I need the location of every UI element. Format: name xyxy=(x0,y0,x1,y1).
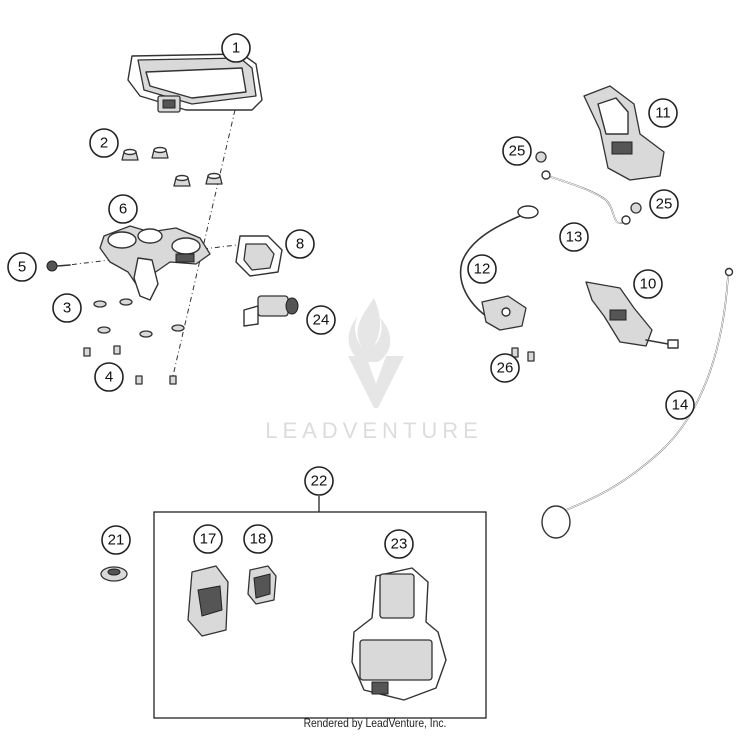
callout-25-upper: 25 xyxy=(502,136,532,166)
svg-text:21: 21 xyxy=(108,532,125,549)
part-4-screws xyxy=(83,345,177,385)
part-12-cable-lock xyxy=(459,205,539,331)
svg-text:14: 14 xyxy=(672,397,689,414)
svg-text:17: 17 xyxy=(200,531,217,548)
part-13-ground-cable xyxy=(541,170,631,225)
callout-10: 10 xyxy=(633,269,663,299)
svg-text:3: 3 xyxy=(63,300,71,317)
watermark-text: LEADVENTURE xyxy=(265,418,483,443)
svg-text:25: 25 xyxy=(656,196,673,213)
part-5-bolt xyxy=(46,260,71,272)
callout-4: 4 xyxy=(94,362,124,392)
callout-25-lower: 25 xyxy=(649,189,679,219)
callout-1: 1 xyxy=(221,33,251,63)
part-17-key xyxy=(187,565,229,637)
part-18-key xyxy=(247,565,277,605)
callout-8: 8 xyxy=(285,229,315,259)
part-1-instrument-cluster xyxy=(127,53,263,113)
callout-21: 21 xyxy=(101,525,131,555)
callout-13: 13 xyxy=(559,222,589,252)
part-25-nuts xyxy=(535,151,642,214)
callout-22: 22 xyxy=(304,466,334,496)
callout-14: 14 xyxy=(665,390,695,420)
svg-text:25: 25 xyxy=(509,143,526,160)
svg-text:10: 10 xyxy=(640,276,657,293)
callout-2: 2 xyxy=(89,128,119,158)
callout-18: 18 xyxy=(243,524,273,554)
callout-3: 3 xyxy=(52,293,82,323)
part-24-switch xyxy=(243,295,299,327)
svg-text:22: 22 xyxy=(311,473,328,490)
watermark-v-icon xyxy=(348,356,404,408)
part-21-cap xyxy=(100,566,128,582)
svg-text:26: 26 xyxy=(497,360,514,377)
part-26-bolts xyxy=(511,347,535,362)
render-credit: Rendered by LeadVenture, Inc. xyxy=(303,716,447,730)
part-6-handlebar-clamp xyxy=(99,225,211,301)
part-3-nuts xyxy=(93,298,185,338)
svg-text:5: 5 xyxy=(18,259,26,276)
part-10-lock-actuator xyxy=(585,281,679,349)
leadventure-watermark: LEADVENTURE xyxy=(265,298,483,443)
part-8-clamp xyxy=(235,235,283,277)
svg-text:13: 13 xyxy=(566,229,583,246)
svg-text:4: 4 xyxy=(105,369,113,386)
svg-text:1: 1 xyxy=(232,40,240,57)
svg-text:2: 2 xyxy=(100,135,108,152)
callout-5: 5 xyxy=(7,252,37,282)
svg-text:6: 6 xyxy=(119,201,127,218)
svg-text:8: 8 xyxy=(296,236,304,253)
svg-text:18: 18 xyxy=(250,531,267,548)
svg-text:23: 23 xyxy=(391,536,408,553)
assembly-guide-lines xyxy=(59,109,246,381)
watermark-flame-icon xyxy=(348,298,391,362)
part-11-control-unit xyxy=(583,85,665,181)
callout-26: 26 xyxy=(490,353,520,383)
svg-text:11: 11 xyxy=(655,105,671,122)
callout-24: 24 xyxy=(306,305,336,335)
callout-11: 11 xyxy=(648,98,678,128)
svg-text:12: 12 xyxy=(474,261,491,278)
part-22-group-box xyxy=(153,496,487,719)
callout-12: 12 xyxy=(467,254,497,284)
callout-6: 6 xyxy=(108,194,138,224)
callout-23: 23 xyxy=(384,529,414,559)
part-23-ignition-module xyxy=(351,567,447,701)
callout-17: 17 xyxy=(193,524,223,554)
svg-text:24: 24 xyxy=(313,312,330,329)
part-14-cable xyxy=(541,267,734,539)
part-2-rubber-grommets xyxy=(121,146,223,187)
